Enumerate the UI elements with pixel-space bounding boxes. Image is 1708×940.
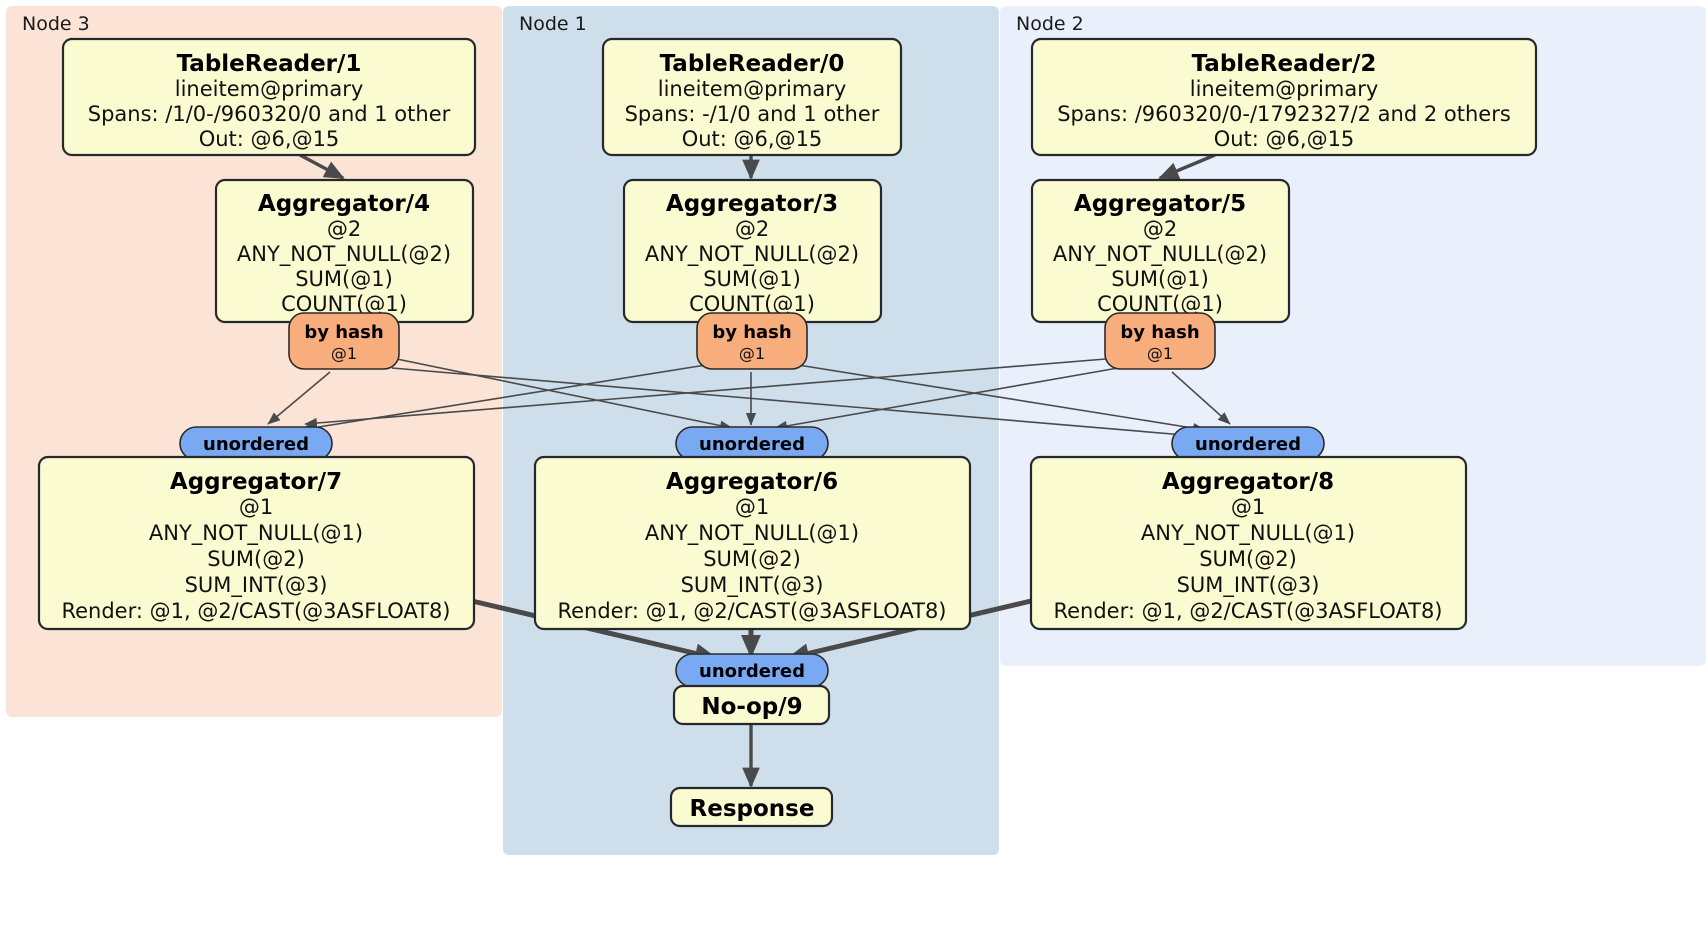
processor-title: Aggregator/4 bbox=[258, 191, 430, 217]
processor-title: Aggregator/7 bbox=[170, 469, 342, 495]
processor-title: TableReader/2 bbox=[1192, 51, 1377, 77]
badge-sublabel: @1 bbox=[1147, 344, 1173, 363]
processor-line: @1 bbox=[239, 495, 273, 519]
processor-aggregator3[interactable]: Aggregator/3 @2 ANY_NOT_NULL(@2) SUM(@1)… bbox=[622, 178, 883, 324]
processor-aggregator5[interactable]: Aggregator/5 @2 ANY_NOT_NULL(@2) SUM(@1)… bbox=[1030, 178, 1291, 324]
processor-line: COUNT(@1) bbox=[689, 292, 815, 316]
node-panel-label-node2: Node 2 bbox=[1016, 13, 1084, 35]
processor-title: TableReader/1 bbox=[177, 51, 362, 77]
processor-line: Render: @1, @2/CAST(@3ASFLOAT8) bbox=[61, 599, 450, 623]
badge-byhash-left[interactable]: by hash @1 bbox=[288, 312, 400, 370]
processor-line: @2 bbox=[735, 217, 769, 241]
processor-aggregator7[interactable]: Aggregator/7 @1 ANY_NOT_NULL(@1) SUM(@2)… bbox=[37, 455, 476, 631]
processor-line: SUM_INT(@3) bbox=[185, 573, 328, 598]
processor-line: SUM(@2) bbox=[1199, 547, 1297, 571]
processor-line: @1 bbox=[1231, 495, 1265, 519]
badge-label: unordered bbox=[203, 434, 309, 455]
processor-box bbox=[601, 37, 903, 157]
processor-box bbox=[1030, 37, 1538, 157]
processor-box bbox=[672, 684, 831, 726]
processor-line: SUM(@1) bbox=[703, 267, 801, 291]
processor-line: lineitem@primary bbox=[175, 77, 364, 101]
processor-tablereader2[interactable]: TableReader/2 lineitem@primary Spans: /9… bbox=[1030, 37, 1538, 157]
badge-byhash-right[interactable]: by hash @1 bbox=[1104, 312, 1216, 370]
processor-line: ANY_NOT_NULL(@2) bbox=[1053, 242, 1267, 267]
processor-line: ANY_NOT_NULL(@1) bbox=[645, 521, 859, 546]
processor-aggregator4[interactable]: Aggregator/4 @2 ANY_NOT_NULL(@2) SUM(@1)… bbox=[214, 178, 475, 324]
processor-line: SUM(@1) bbox=[1111, 267, 1209, 291]
badge-label: by hash bbox=[304, 322, 383, 343]
processor-line: Spans: /960320/0-/1792327/2 and 2 others bbox=[1057, 102, 1511, 126]
processor-line: Spans: -/1/0 and 1 other bbox=[625, 102, 880, 126]
processor-line: Spans: /1/0-/960320/0 and 1 other bbox=[88, 102, 451, 126]
processor-line: Render: @1, @2/CAST(@3ASFLOAT8) bbox=[557, 599, 946, 623]
processor-line: lineitem@primary bbox=[1190, 77, 1379, 101]
processor-box bbox=[61, 37, 477, 157]
badge-label: unordered bbox=[1195, 434, 1301, 455]
badge-shape bbox=[288, 312, 400, 370]
edge-byhash-left-unordered-right bbox=[391, 367, 1197, 441]
processor-line: ANY_NOT_NULL(@2) bbox=[237, 242, 451, 267]
processor-line: lineitem@primary bbox=[658, 77, 847, 101]
processor-title: TableReader/0 bbox=[660, 51, 845, 77]
processor-line: COUNT(@1) bbox=[281, 292, 407, 316]
badge-unordered-left[interactable]: unordered bbox=[179, 426, 333, 461]
badge-unordered-right[interactable]: unordered bbox=[1171, 426, 1325, 461]
processor-box bbox=[533, 455, 972, 631]
edge-byhash-center-unordered-right bbox=[791, 363, 1206, 434]
edge-byhash-right-unordered-left bbox=[304, 357, 1119, 429]
badge-unordered-center[interactable]: unordered bbox=[675, 426, 829, 461]
edge-byhash-left-unordered-center bbox=[391, 357, 733, 431]
processor-title: Response bbox=[690, 796, 815, 822]
badge-label: by hash bbox=[712, 322, 791, 343]
badge-label: unordered bbox=[699, 661, 805, 682]
processor-response[interactable]: Response bbox=[669, 786, 834, 828]
processor-tablereader0[interactable]: TableReader/0 lineitem@primary Spans: -/… bbox=[601, 37, 903, 157]
processor-title: Aggregator/5 bbox=[1074, 191, 1246, 217]
processor-title: Aggregator/3 bbox=[666, 191, 838, 217]
processor-line: @1 bbox=[735, 495, 769, 519]
processor-line: ANY_NOT_NULL(@2) bbox=[645, 242, 859, 267]
processor-line: SUM_INT(@3) bbox=[1177, 573, 1320, 598]
processor-line: @2 bbox=[327, 217, 361, 241]
processor-line: ANY_NOT_NULL(@1) bbox=[149, 521, 363, 546]
edge-tablereader2-aggregator5 bbox=[1158, 153, 1216, 180]
edge-tablereader1-aggregator4 bbox=[299, 153, 345, 180]
badge-label: by hash bbox=[1120, 322, 1199, 343]
edge-byhash-right-unordered-center bbox=[774, 367, 1119, 431]
processor-aggregator6[interactable]: Aggregator/6 @1 ANY_NOT_NULL(@1) SUM(@2)… bbox=[533, 455, 972, 631]
processor-line: SUM(@1) bbox=[295, 267, 393, 291]
processor-tablereader1[interactable]: TableReader/1 lineitem@primary Spans: /1… bbox=[61, 37, 477, 157]
node-panel-label-node3: Node 3 bbox=[22, 13, 90, 35]
processor-aggregator8[interactable]: Aggregator/8 @1 ANY_NOT_NULL(@1) SUM(@2)… bbox=[1029, 455, 1468, 631]
processor-box bbox=[1029, 455, 1468, 631]
processor-noop9[interactable]: No-op/9 bbox=[672, 684, 831, 726]
badge-shape bbox=[696, 312, 808, 370]
processor-title: Aggregator/8 bbox=[1162, 469, 1334, 495]
badge-unordered-final[interactable]: unordered bbox=[675, 653, 829, 688]
processor-title: Aggregator/6 bbox=[666, 469, 838, 495]
badge-label: unordered bbox=[699, 434, 805, 455]
processor-line: Render: @1, @2/CAST(@3ASFLOAT8) bbox=[1053, 599, 1442, 623]
processor-line: Out: @6,@15 bbox=[199, 127, 340, 151]
processor-title: No-op/9 bbox=[701, 694, 802, 720]
processor-line: ANY_NOT_NULL(@1) bbox=[1141, 521, 1355, 546]
processor-line: Out: @6,@15 bbox=[682, 127, 823, 151]
badge-byhash-center[interactable]: by hash @1 bbox=[696, 312, 808, 370]
processor-box bbox=[37, 455, 476, 631]
processor-line: Out: @6,@15 bbox=[1214, 127, 1355, 151]
processor-line: SUM(@2) bbox=[207, 547, 305, 571]
processor-box bbox=[669, 786, 834, 828]
processor-line: COUNT(@1) bbox=[1097, 292, 1223, 316]
edge-byhash-right-unordered-right bbox=[1171, 371, 1231, 425]
badge-sublabel: @1 bbox=[331, 344, 357, 363]
edge-byhash-left-unordered-left bbox=[267, 371, 331, 425]
node-panel-label-node1: Node 1 bbox=[519, 13, 587, 35]
badge-shape bbox=[1104, 312, 1216, 370]
processor-line: SUM_INT(@3) bbox=[681, 573, 824, 598]
processor-line: @2 bbox=[1143, 217, 1177, 241]
badge-sublabel: @1 bbox=[739, 344, 765, 363]
processor-line: SUM(@2) bbox=[703, 547, 801, 571]
